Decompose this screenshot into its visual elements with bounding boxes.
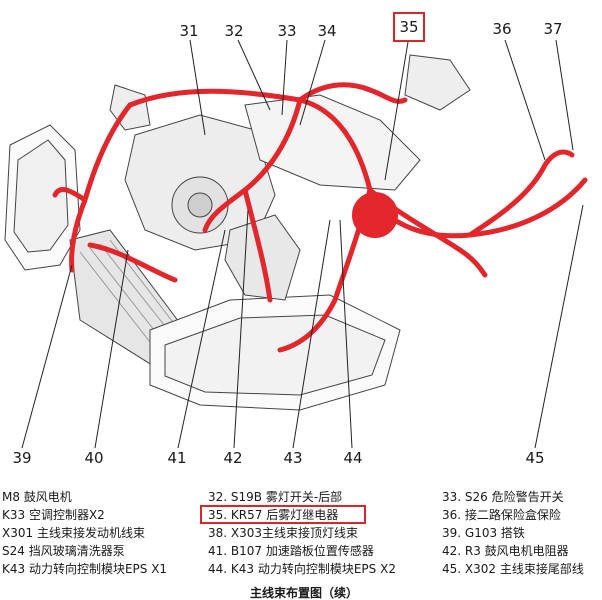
leader-42 (233, 209, 249, 449)
harness-wiper-branch (242, 187, 273, 303)
legend-col3-item-2: 36. 接二路保险盒保险 (442, 508, 561, 522)
legend-col2-item-4: 41. B107 加速踏板位置传感器 (208, 544, 374, 558)
harness-hvac-branch (202, 97, 303, 233)
leader-36 (504, 39, 546, 161)
leader-32 (237, 39, 271, 111)
relay-block (352, 192, 398, 238)
figure-caption: 主线束布置图（续） (250, 586, 359, 600)
radiator-fins (79, 239, 183, 356)
leader-33 (281, 39, 288, 116)
harness-bundle (52, 82, 588, 353)
callout-42: 42 (223, 449, 243, 467)
leader-lines (21, 39, 584, 449)
blower-hub (187, 192, 213, 218)
legend-col3-item-3: 39. G103 搭铁 (442, 526, 525, 540)
harness-rear-branch (467, 149, 575, 238)
legend-col3-item-5: 45. X302 主线束接尾部线 (442, 562, 584, 576)
leader-37 (555, 39, 574, 151)
callout-40: 40 (84, 449, 104, 467)
leader-34 (299, 39, 326, 126)
leader-43 (292, 219, 331, 449)
callout-44: 44 (343, 449, 363, 467)
legend-col3-item-1: 33. S26 危险警告开关 (442, 490, 564, 504)
legend-highlight-box (200, 505, 366, 524)
callout-37: 37 (543, 20, 563, 38)
callout-33: 33 (277, 22, 297, 40)
leader-39 (21, 264, 73, 449)
leader-35 (384, 41, 409, 181)
harness-radiator-lead (87, 242, 178, 283)
leader-44 (339, 219, 353, 449)
component-outlines (4, 54, 471, 411)
callout-35: 35 (399, 18, 419, 36)
callout-35-highlight (393, 12, 425, 42)
callout-34: 34 (317, 22, 337, 40)
legend-col2-item-1: 32. S19B 雾灯开关-后部 (208, 490, 343, 504)
legend-col1-item-2: K33 空调控制器X2 (2, 508, 105, 522)
legend-col2-item-2: 35. KR57 后雾灯继电器 (208, 508, 339, 522)
harness-upper-branch (297, 82, 408, 104)
callout-41: 41 (167, 449, 187, 467)
leader-41 (177, 229, 226, 449)
legend-col2-item-3: 38. X303主线束接顶灯线束 (208, 526, 359, 540)
steering-column (404, 54, 471, 111)
legend-col3-item-4: 42. R3 鼓风电机电阻器 (442, 544, 569, 558)
headlamp-inner (13, 139, 69, 253)
legend-col1-item-4: S24 挡风玻璃清洗器泵 (2, 544, 125, 558)
callout-36: 36 (492, 20, 512, 38)
callout-31: 31 (179, 22, 199, 40)
bumper-inner (164, 314, 386, 396)
callout-45: 45 (525, 449, 545, 467)
leader-45 (534, 204, 584, 449)
legend-col1-item-3: X301 主线束接发动机线束 (2, 526, 145, 540)
callout-32: 32 (224, 22, 244, 40)
legend-col2-item-5: 44. K43 动力转向控制模块EPS X2 (208, 562, 396, 576)
callout-39: 39 (12, 449, 32, 467)
leader-31 (189, 39, 206, 136)
legend-col1-item-5: K43 动力转向控制模块EPS X1 (2, 562, 168, 576)
instrument-panel (244, 94, 421, 191)
harness-lamp-lead (52, 187, 88, 203)
callout-43: 43 (283, 449, 303, 467)
legend-col1-item-1: M8 鼓风电机 (2, 490, 72, 504)
leader-40 (94, 249, 129, 449)
